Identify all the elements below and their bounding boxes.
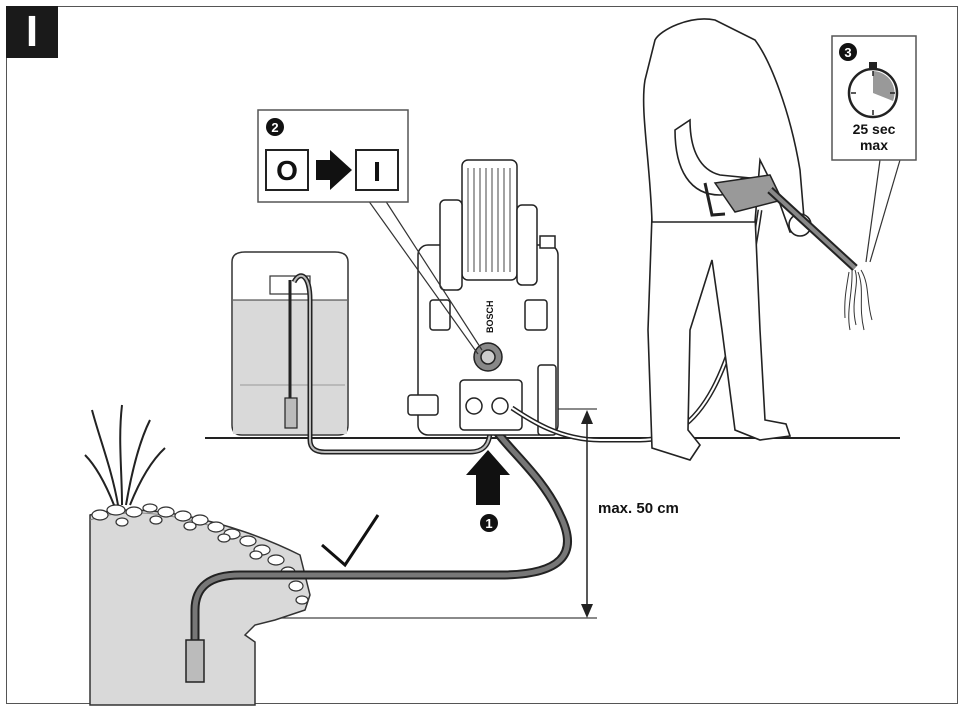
timer-duration: 25 sec (853, 121, 896, 137)
step-3-number: 3 (844, 45, 851, 60)
water-spray (844, 269, 873, 331)
arrow-up-icon (466, 450, 510, 505)
check-mark-icon (321, 514, 380, 568)
arrow-right-icon (316, 150, 352, 190)
pond (84, 404, 311, 706)
figure-letter-badge: I (6, 6, 58, 58)
switch-off-symbol: O (276, 155, 298, 186)
pond-filter (185, 639, 205, 683)
water-tank (231, 251, 349, 436)
switch-on-symbol: I (373, 156, 381, 187)
pressure-washer (407, 159, 559, 436)
spray-gun (703, 174, 858, 271)
timer-callout: 3 25 sec max (831, 35, 917, 263)
operator-figure (642, 18, 812, 461)
timer-max: max (860, 137, 888, 153)
height-limit-label: max. 50 cm (598, 500, 679, 517)
switch-callout: 2 O I (257, 109, 483, 355)
step-2-number: 2 (271, 120, 278, 135)
stopwatch-icon (847, 62, 899, 119)
step-1-number: 1 (485, 516, 492, 531)
height-dimension (581, 410, 593, 618)
figure-frame (6, 6, 958, 704)
brand-label: BOSCH (485, 300, 495, 333)
